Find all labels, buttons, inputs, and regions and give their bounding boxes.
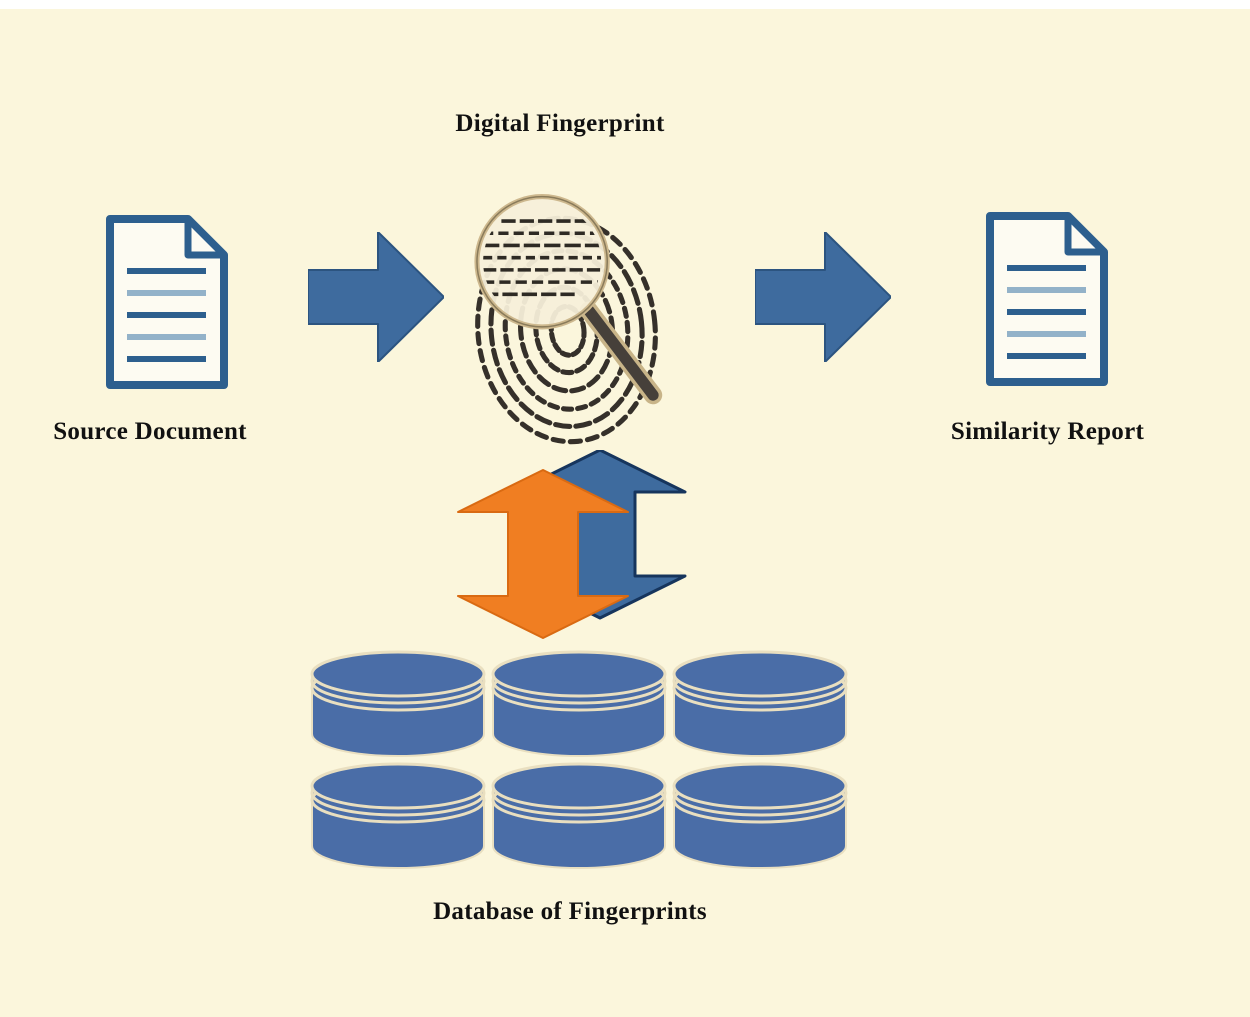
exchange-arrow-front <box>457 469 629 639</box>
database-cylinder <box>491 762 667 870</box>
database-cylinder <box>672 650 848 758</box>
document-text-lines <box>1007 265 1086 359</box>
document-fold-corner <box>1064 212 1108 256</box>
database-cylinder <box>310 650 486 758</box>
database-cylinder <box>491 650 667 758</box>
document-outline <box>106 215 228 389</box>
document-outline <box>986 212 1108 386</box>
database-cylinder <box>672 762 848 870</box>
top-margin-strip <box>0 0 1250 9</box>
database-label: Database of Fingerprints <box>433 898 707 925</box>
arrow-fingerprint-to-report-icon <box>755 232 891 362</box>
document-fold-corner <box>184 215 228 259</box>
similarity-report-icon <box>986 212 1108 386</box>
arrow-source-to-fingerprint-icon <box>308 232 444 362</box>
magnifier-icon <box>474 194 663 405</box>
document-text-lines <box>127 268 206 362</box>
database-icon <box>310 650 848 870</box>
source-document-label: Source Document <box>53 418 247 445</box>
fingerprint-icon <box>474 194 663 445</box>
exchange-arrow-icon <box>457 450 687 639</box>
database-cylinder <box>310 762 486 870</box>
digital-fingerprint-label: Digital Fingerprint <box>455 110 665 137</box>
source-document-icon <box>106 215 228 389</box>
similarity-report-label: Similarity Report <box>950 418 1145 445</box>
